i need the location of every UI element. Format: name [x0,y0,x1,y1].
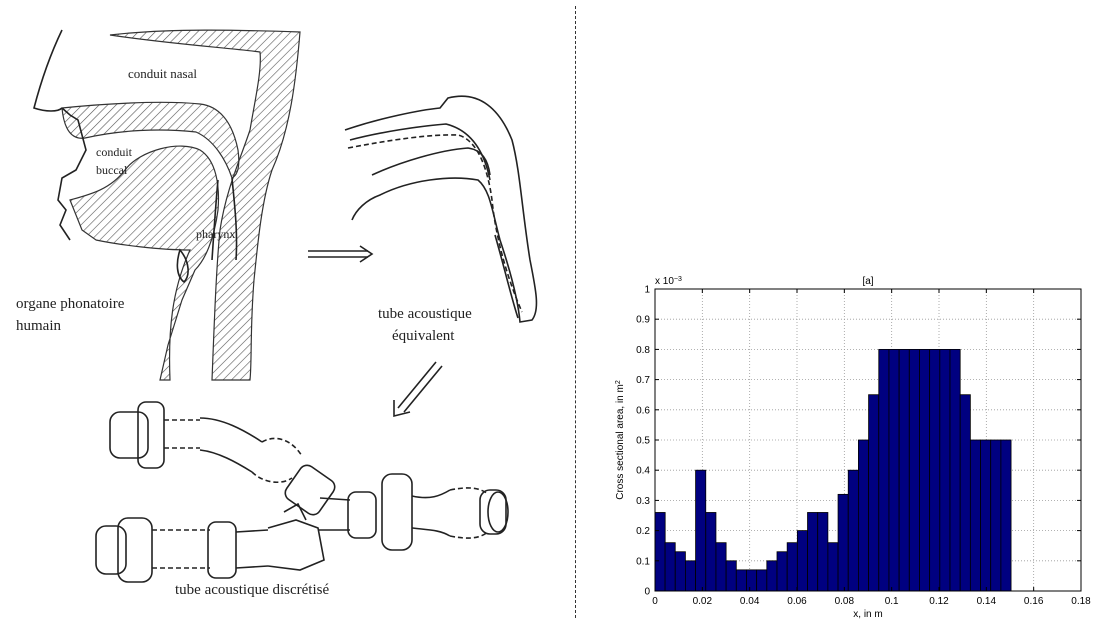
chart-title: [a] [862,276,873,287]
arrow-down-left-icon [393,361,443,418]
x-tick-label: 0.18 [1071,596,1091,607]
bar [980,439,992,592]
bar [725,560,737,592]
label-buccal-1: conduit [96,145,133,159]
bar [654,512,666,592]
bar [837,493,849,592]
bar [868,394,880,592]
label-organ-1: organe phonatoire [16,296,125,312]
bar [847,469,859,592]
vocal-tract-diagram: conduit nasal conduit buccal pharynx org… [16,29,538,598]
bar [766,560,778,592]
bar [786,542,798,592]
y-axis-label: Cross sectional area, in m2 [615,380,627,500]
panel-divider [575,6,576,618]
y-tick-label: 0.1 [636,556,650,567]
bar [796,530,808,592]
bar [939,348,951,592]
x-tick-label: 0 [652,596,658,607]
label-nasal: conduit nasal [128,66,197,81]
x-tick-label: 0.02 [693,596,713,607]
head-back-tissue [109,29,301,381]
bar [685,560,696,592]
y-tick-label: 0.7 [636,375,650,386]
label-buccal-2: buccal [96,163,128,177]
label-pharynx: pharynx [196,227,235,241]
bar [888,348,900,592]
y-tick-label: 0.9 [636,315,650,326]
y-tick-label: 0.5 [636,436,650,447]
bar [664,542,676,592]
label-tube-1: tube acoustique [378,306,472,322]
bar [817,512,829,592]
y-tick-label: 0.4 [636,466,650,477]
bar [756,569,768,592]
bar [949,348,961,592]
bar [827,542,839,592]
x-axis-label: x, in m [853,609,882,620]
bar [959,394,971,592]
y-axis-label-superscript: 2 [615,380,622,384]
label-tube-2: équivalent [392,328,455,344]
y-tick-label: 0.8 [636,345,650,356]
bar [878,348,890,592]
y-multiplier-exponent: −3 [674,276,682,283]
pharynx-wall [211,177,238,261]
bar [776,551,788,592]
x-tick-label: 0.16 [1024,596,1044,607]
bar [990,439,1002,592]
y-multiplier: x 10−3 [655,276,682,288]
y-tick-label: 0.3 [636,496,650,507]
x-tick-label: 0.06 [787,596,807,607]
y-tick-label: 0.2 [636,526,650,537]
x-tick-label: 0.12 [929,596,949,607]
bar [705,512,717,592]
bar [1000,439,1012,592]
bar [969,439,981,592]
label-organ-2: humain [16,318,61,334]
y-tick-label: 1 [644,285,650,296]
arrow-right-icon [308,245,374,263]
bar [919,348,931,592]
y-multiplier-base: x 10 [655,276,674,287]
x-tick-label: 0.08 [835,596,855,607]
x-tick-label: 0.1 [885,596,899,607]
face-profile [33,29,87,241]
bar [898,348,910,592]
epiglottis [176,248,189,284]
bar [715,542,727,592]
x-tick-label: 0.14 [977,596,997,607]
bar [908,348,920,592]
bar [735,569,747,592]
x-tick-label: 0.04 [740,596,760,607]
bar [929,348,941,592]
y-tick-label: 0.6 [636,405,650,416]
bar [746,569,758,592]
bar [695,469,707,592]
discretized-tube [95,401,509,583]
y-tick-label: 0 [644,587,650,598]
ticks: 0 0.02 0.04 0.06 0.08 0.1 0.12 0.14 0.16 0.18 0 0.1… [636,285,1091,608]
label-discrete: tube acoustique discrétisé [175,582,329,598]
bar [674,551,686,592]
y-axis-label-text: Cross sectional area, in m [615,384,626,500]
palate-tissue [61,101,240,179]
bars [654,348,1012,592]
bar [858,439,869,592]
equivalent-tube [344,95,538,323]
tongue-tissue [69,145,220,381]
bar [807,512,819,592]
diagram-svg: conduit nasal conduit buccal pharynx org… [16,29,538,598]
